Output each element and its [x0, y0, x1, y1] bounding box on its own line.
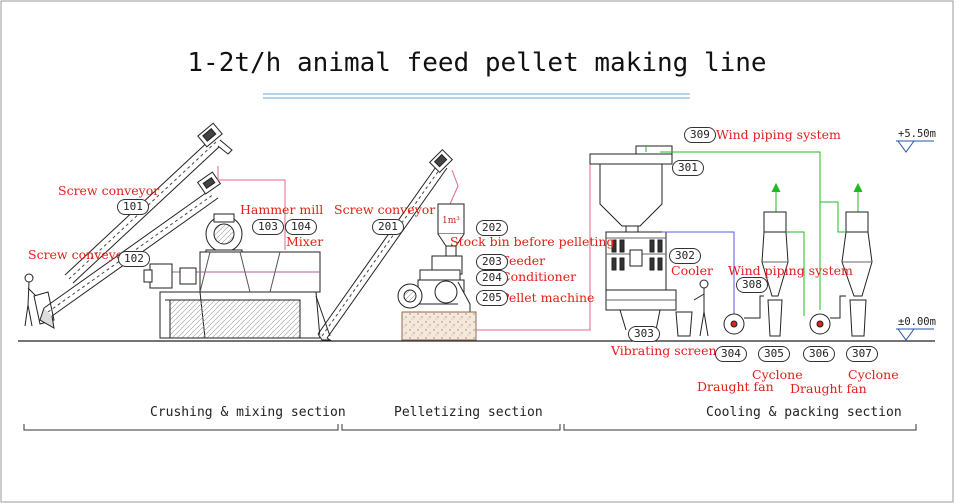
tag-104: 104: [285, 219, 317, 235]
wind-pipe-green-1: [645, 146, 821, 310]
tag-309: 309: [684, 127, 716, 143]
mixer-outlet: [315, 295, 331, 337]
tag-201: 201: [372, 219, 404, 235]
tag-302: 302: [669, 248, 701, 264]
label-draught-fan-304: Draught fan: [697, 379, 774, 394]
label-wind-piping-308: Wind piping system: [728, 263, 853, 278]
label-cooler: Cooler: [671, 263, 713, 278]
section-brackets: [23, 424, 917, 431]
draught-fan-306-drawing: [809, 295, 846, 335]
label-screw-conveyor-101: Screw conveyor: [58, 183, 160, 198]
pipe-pink-2: [449, 169, 459, 205]
elevation-ground-label: ±0.00m: [898, 316, 936, 328]
wind-pipe-green-2: [820, 201, 846, 233]
tag-303: 303: [628, 326, 660, 342]
tag-101: 101: [117, 199, 149, 215]
tag-301: 301: [672, 160, 704, 176]
label-wind-piping-309: Wind piping system: [716, 127, 841, 142]
pipe-pink-1: [217, 166, 286, 250]
elevation-marker-top: [896, 140, 934, 153]
label-vibrating-screener: Vibrating screener: [611, 343, 730, 358]
worker-figure-2: [693, 279, 709, 337]
label-bin-volume: 1m³: [442, 216, 460, 226]
elevation-marker-ground: [896, 328, 934, 341]
section-crushing-mixing: Crushing & mixing section: [150, 405, 346, 420]
stock-bin-drawing: [437, 203, 465, 257]
tag-204: 204: [476, 270, 508, 286]
section-cooling-packing: Cooling & packing section: [706, 405, 902, 420]
pellet-machine-drawing: [397, 255, 471, 313]
tag-203: 203: [476, 254, 508, 270]
label-screw-conveyor-201: Screw conveyor: [334, 202, 436, 217]
tag-305: 305: [758, 346, 790, 362]
tag-306: 306: [803, 346, 835, 362]
wind-pipe-blue: [662, 231, 735, 318]
diagram-title: 1-2t/h animal feed pellet making line: [187, 48, 767, 78]
label-cyclone-305: Cyclone: [752, 367, 803, 382]
draught-fan-304-drawing: [723, 295, 764, 335]
tag-103: 103: [252, 219, 284, 235]
cyclone-305-drawing: [761, 182, 805, 337]
section-pelletizing: Pelletizing section: [394, 405, 543, 420]
tag-307: 307: [846, 346, 878, 362]
label-cyclone-307: Cyclone: [848, 367, 899, 382]
label-conditioner: Conditioner: [501, 269, 577, 284]
label-stock-bin: Stock bin before pelleting: [450, 234, 615, 249]
label-draught-fan-306: Draught fan: [790, 381, 867, 396]
worker-figure-1: [24, 273, 37, 327]
title-underline: [263, 93, 690, 99]
tag-304: 304: [715, 346, 747, 362]
tag-202: 202: [476, 220, 508, 236]
cooler-drawing: [589, 145, 677, 331]
label-hammer-mill: Hammer mill: [240, 202, 324, 217]
mixer-drawing: [143, 251, 321, 339]
tag-102: 102: [118, 251, 150, 267]
label-pellet-machine: Pellet machine: [501, 290, 595, 305]
tag-205: 205: [476, 290, 508, 306]
screw-conveyor-201-drawing: [317, 148, 454, 341]
label-feeder: Feeder: [501, 253, 546, 268]
elevation-top-label: +5.50m: [898, 128, 936, 140]
cyclone-307-drawing: [841, 182, 873, 337]
tag-308: 308: [736, 277, 768, 293]
label-mixer: Mixer: [286, 234, 324, 249]
packing-bags: [675, 311, 693, 337]
label-screw-conveyor-102: Screw conveyor: [28, 247, 130, 262]
screw-conveyor-102-drawing: [39, 171, 222, 329]
